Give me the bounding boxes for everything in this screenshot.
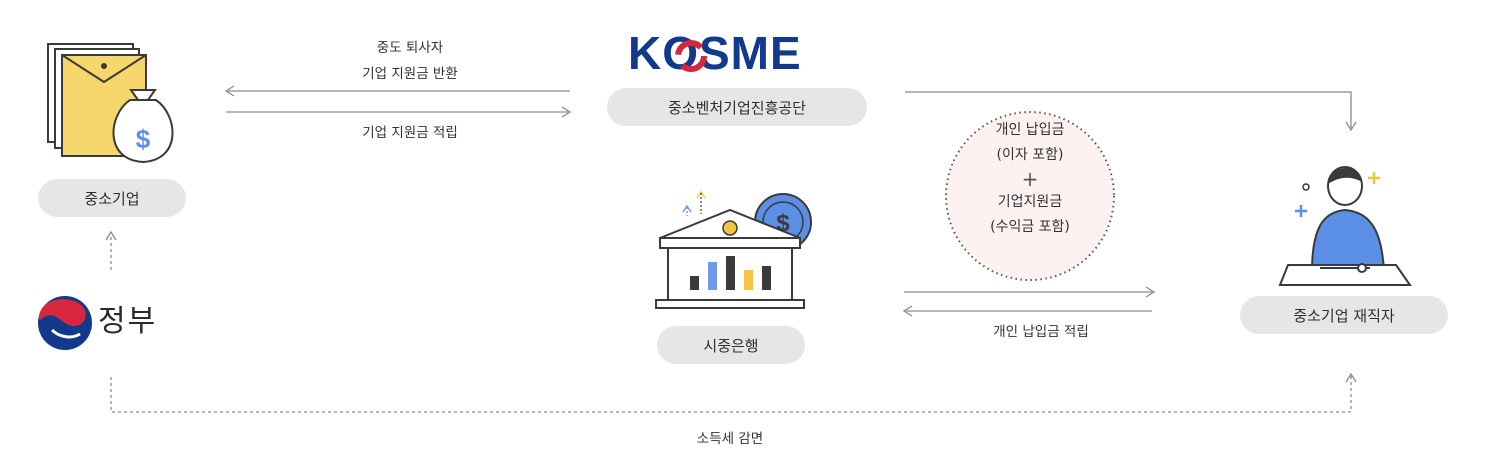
return-label-line1: 중도 퇴사자	[376, 40, 444, 56]
employee-node: 중소기업 재직자	[1240, 296, 1448, 334]
kosme-node: 중소벤처기업진흥공단	[607, 88, 867, 126]
accumulate-personal-label: 개인 납입금 적립	[993, 324, 1089, 340]
kosme-logo: KOSME	[628, 30, 802, 76]
circle-plus: +	[1021, 167, 1039, 191]
tax-reduction-line	[110, 372, 1357, 413]
svg-text:$: $	[136, 124, 151, 154]
government-to-sme-arrow	[105, 230, 117, 270]
kosme-logo-text: KOSME	[628, 27, 802, 79]
tax-reduction-label: 소득세 감면	[696, 431, 764, 447]
employee-to-bank-arrow	[902, 305, 1152, 317]
circle-line2: (이자 포함)	[996, 147, 1064, 163]
bank-node: 시중은행	[657, 326, 805, 364]
fund-circle	[945, 111, 1115, 281]
return-arrow	[224, 85, 570, 97]
bank-to-employee-arrow	[904, 286, 1156, 298]
fund-circle-text: 개인 납입금 (이자 포함) + 기업지원금 (수익금 포함)	[945, 118, 1115, 240]
circle-line1: 개인 납입금	[995, 122, 1065, 138]
government-label: 정부	[98, 304, 158, 339]
sme-node: 중소기업	[38, 179, 186, 217]
circle-line4: (수익금 포함)	[990, 219, 1070, 235]
kosme-to-employee-arrow	[905, 91, 1357, 132]
accumulate-company-arrow	[226, 106, 572, 118]
return-label-line2: 기업 지원금 반환	[362, 66, 458, 82]
accumulate-company-label: 기업 지원금 적립	[362, 125, 458, 141]
circle-line3: 기업지원금	[997, 194, 1063, 210]
